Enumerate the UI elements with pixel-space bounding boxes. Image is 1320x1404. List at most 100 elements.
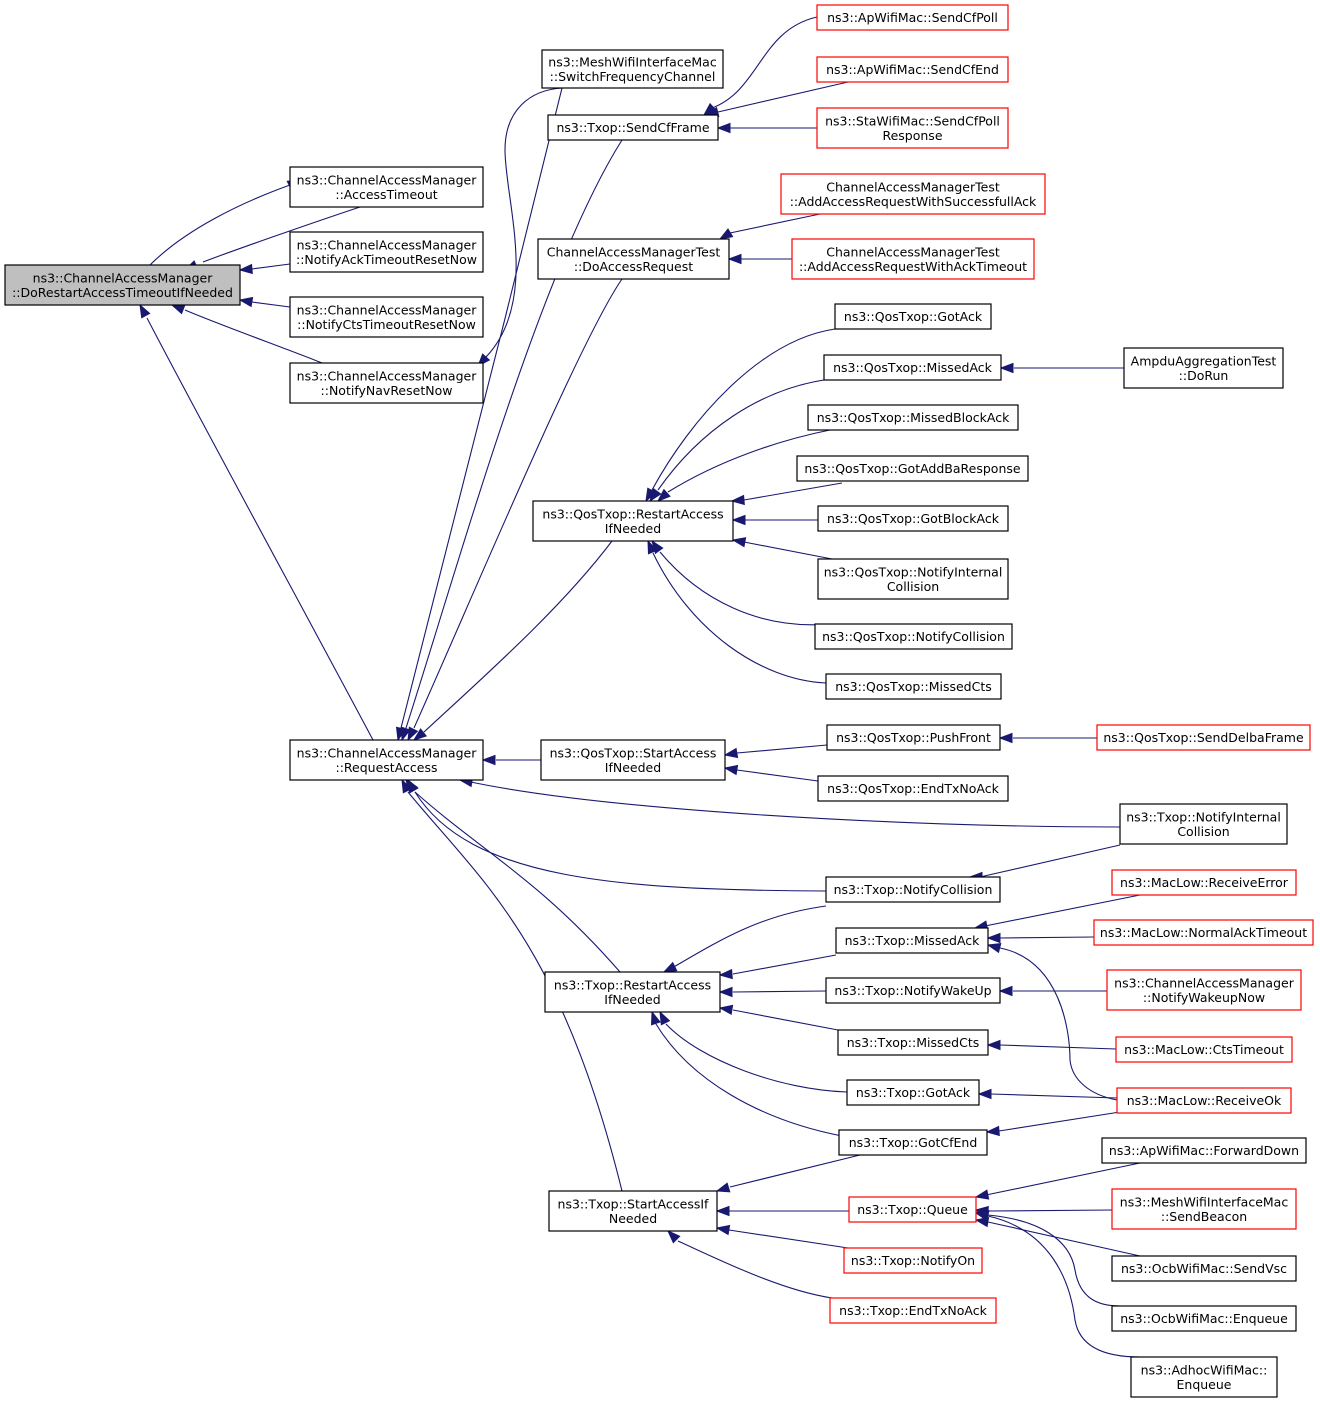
node-txop-notify-on[interactable]: ns3::Txop::NotifyOn	[843, 1247, 983, 1274]
node-mesh-switch[interactable]: ns3::MeshWifiInterfaceMac::SwitchFrequen…	[541, 49, 724, 89]
node-box	[843, 1247, 983, 1274]
node-do-access-request[interactable]: ChannelAccessManagerTest::DoAccessReques…	[537, 238, 730, 280]
node-qos-push-front[interactable]: ns3::QosTxop::PushFront	[826, 724, 1001, 751]
node-ocb-enqueue[interactable]: ns3::OcbWifiMac::Enqueue	[1111, 1305, 1297, 1332]
node-qos-send-delba[interactable]: ns3::QosTxop::SendDelbaFrame	[1096, 724, 1311, 751]
node-ocb-send-vsc[interactable]: ns3::OcbWifiMac::SendVsc	[1111, 1255, 1297, 1282]
edge-52	[987, 1209, 1113, 1212]
node-box	[817, 558, 1009, 600]
edge-22	[657, 379, 825, 491]
arrowhead-1	[238, 263, 253, 275]
node-txop-missed-cts[interactable]: ns3::Txop::MissedCts	[837, 1029, 989, 1056]
node-box	[548, 1190, 718, 1232]
node-label-line: Collision	[1177, 824, 1229, 839]
node-qos-got-ack[interactable]: ns3::QosTxop::GotAck	[834, 303, 992, 330]
node-box	[1111, 1305, 1297, 1332]
edge-54	[987, 1214, 1121, 1307]
arrowhead-51	[974, 1189, 990, 1200]
node-box	[1119, 803, 1288, 845]
node-box	[780, 173, 1046, 215]
node-box	[807, 404, 1019, 431]
node-box	[825, 876, 1001, 903]
node-box	[1115, 1036, 1293, 1063]
node-maclow-receive-error[interactable]: ns3::MacLow::ReceiveError	[1111, 869, 1297, 896]
node-adhoc-enqueue[interactable]: ns3::AdhocWifiMac::Enqueue	[1130, 1356, 1278, 1398]
node-label-line: ns3::OcbWifiMac::SendVsc	[1121, 1261, 1287, 1276]
node-label-line: Response	[882, 128, 942, 143]
node-label-line: ::NotifyAckTimeoutResetNow	[296, 252, 477, 267]
node-label-line: ns3::Txop::NotifyWakeUp	[834, 983, 991, 998]
edge-27	[659, 551, 831, 626]
node-label-line: ns3::MacLow::CtsTimeout	[1124, 1042, 1284, 1057]
node-label-line: ns3::QosTxop::MissedBlockAck	[817, 410, 1010, 425]
node-label-line: ns3::Txop::NotifyInternal	[1126, 809, 1281, 824]
arrowhead-7	[481, 754, 496, 766]
node-label-line: ns3::ApWifiMac::SendCfEnd	[826, 62, 999, 77]
node-access-timeout[interactable]: ns3::ChannelAccessManager::AccessTimeout	[289, 166, 484, 208]
arrowhead-55	[974, 1210, 990, 1222]
node-maclow-normal-ack-timeout[interactable]: ns3::MacLow::NormalAckTimeout	[1093, 919, 1314, 946]
node-label-line: ChannelAccessManagerTest	[547, 244, 721, 259]
edge-0	[202, 206, 361, 263]
node-label-line: ns3::QosTxop::SendDelbaFrame	[1103, 730, 1304, 745]
node-notify-ack[interactable]: ns3::ChannelAccessManager::NotifyAckTime…	[289, 231, 484, 273]
node-box	[825, 673, 1002, 700]
node-notify-nav[interactable]: ns3::ChannelAccessManager::NotifyNavRese…	[289, 362, 484, 404]
node-qos-missed-block-ack[interactable]: ns3::QosTxop::MissedBlockAck	[807, 404, 1019, 431]
node-box	[1111, 869, 1297, 896]
node-label-line: ns3::QosTxop::PushFront	[836, 730, 991, 745]
edge-55	[987, 1215, 1141, 1358]
node-txop-notify-collision[interactable]: ns3::Txop::NotifyCollision	[825, 876, 1001, 903]
node-box	[814, 623, 1013, 650]
node-ampdu-do-run[interactable]: AmpduAggregationTest::DoRun	[1123, 347, 1284, 389]
arrowhead-39	[650, 1010, 661, 1026]
arrowhead-23	[656, 488, 671, 502]
node-txop-got-cf-end[interactable]: ns3::Txop::GotCfEnd	[838, 1129, 988, 1156]
edge-30	[736, 744, 828, 754]
node-send-cf-frame[interactable]: ns3::Txop::SendCfFrame	[547, 114, 719, 141]
node-add-ack-timeout[interactable]: ChannelAccessManagerTest::AddAccessReque…	[791, 238, 1035, 280]
arrowhead-36	[718, 986, 733, 998]
edge-21	[651, 328, 836, 491]
node-qos-got-block-ack[interactable]: ns3::QosTxop::GotBlockAck	[817, 505, 1009, 532]
arrowhead-46	[985, 1125, 1000, 1137]
node-root[interactable]: ns3::ChannelAccessManager::DoRestartAcce…	[4, 264, 241, 306]
node-label-line: ChannelAccessManagerTest	[826, 179, 1000, 194]
node-qos-missed-cts[interactable]: ns3::QosTxop::MissedCts	[825, 673, 1002, 700]
edge-6	[485, 87, 563, 358]
node-ap-send-cf-end[interactable]: ns3::ApWifiMac::SendCfEnd	[816, 56, 1009, 83]
edge-12	[407, 791, 623, 1192]
node-label-line: ns3::Txop::MissedAck	[845, 933, 981, 948]
node-cam-notify-wakeup[interactable]: ns3::ChannelAccessManager::NotifyWakeupN…	[1106, 969, 1302, 1011]
node-label-line: ::NotifyCtsTimeoutResetNow	[297, 317, 476, 332]
node-qos-missed-ack[interactable]: ns3::QosTxop::MissedAck	[823, 354, 1002, 381]
edge-37	[732, 1009, 839, 1031]
node-qos-end-tx-no-ack[interactable]: ns3::QosTxop::EndTxNoAck	[817, 775, 1009, 802]
node-label-line: ns3::MacLow::ReceiveOk	[1127, 1093, 1282, 1108]
edge-8	[400, 87, 563, 729]
node-qos-notify-collision[interactable]: ns3::QosTxop::NotifyCollision	[814, 623, 1013, 650]
node-txop-notify-wakeup[interactable]: ns3::Txop::NotifyWakeUp	[825, 977, 1001, 1004]
node-mesh-send-beacon[interactable]: ns3::MeshWifiInterfaceMac::SendBeacon	[1111, 1188, 1297, 1230]
node-txop-got-ack[interactable]: ns3::Txop::GotAck	[846, 1079, 980, 1106]
node-box	[816, 107, 1009, 149]
node-txop-end-tx-no-ack[interactable]: ns3::Txop::EndTxNoAck	[829, 1297, 997, 1324]
node-ap-send-cf-poll[interactable]: ns3::ApWifiMac::SendCfPoll	[816, 4, 1009, 31]
node-ap-forward-down[interactable]: ns3::ApWifiMac::ForwardDown	[1101, 1137, 1307, 1164]
node-txop-queue[interactable]: ns3::Txop::Queue	[848, 1196, 977, 1223]
node-qos-got-addba[interactable]: ns3::QosTxop::GotAddBaResponse	[796, 455, 1029, 482]
node-notify-cts[interactable]: ns3::ChannelAccessManager::NotifyCtsTime…	[289, 296, 484, 338]
node-maclow-cts-timeout[interactable]: ns3::MacLow::CtsTimeout	[1115, 1036, 1293, 1063]
node-request-access[interactable]: ns3::ChannelAccessManager::RequestAccess	[289, 739, 484, 781]
node-add-success-ack[interactable]: ChannelAccessManagerTest::AddAccessReque…	[780, 173, 1046, 215]
node-txop-missed-ack[interactable]: ns3::Txop::MissedAck	[835, 927, 989, 954]
node-maclow-receive-ok[interactable]: ns3::MacLow::ReceiveOk	[1116, 1087, 1292, 1114]
